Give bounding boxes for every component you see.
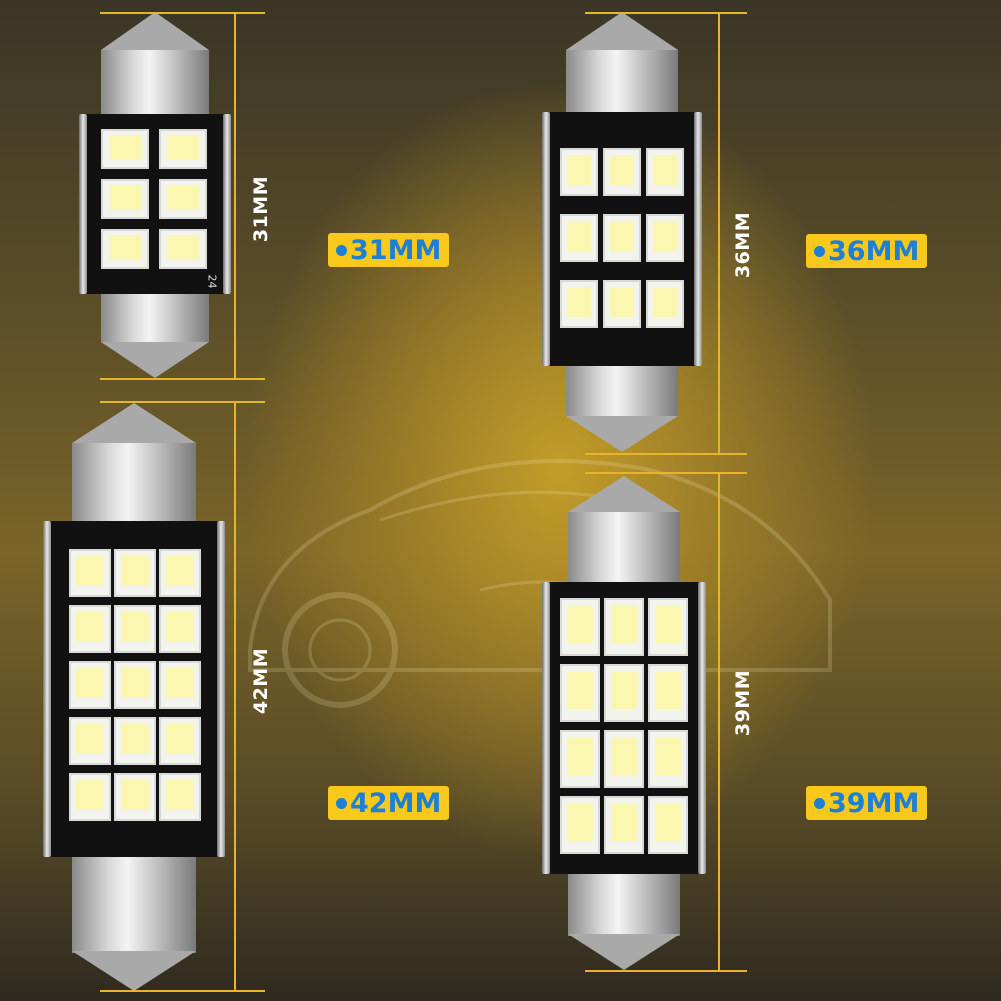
cap-tip-bottom (568, 934, 680, 970)
cap-tip-top (566, 12, 678, 50)
dimension-line-39mm (718, 472, 720, 970)
bullet-dot-icon (814, 797, 825, 809)
dimension-label-36mm: 36MM (732, 211, 755, 279)
pcb-marking: 24 (205, 274, 219, 289)
end-cap-top (72, 443, 196, 529)
dimension-line-top-36mm (585, 12, 747, 14)
end-cap-bottom (101, 294, 209, 342)
dimension-line-bottom-42mm (100, 990, 265, 992)
end-cap-top (566, 50, 678, 122)
dimension-line-42mm (234, 401, 236, 991)
end-cap-top (101, 50, 209, 122)
dimension-line-bottom-36mm (585, 453, 747, 455)
dimension-line-top-42mm (100, 401, 265, 403)
led-board (43, 521, 225, 857)
dimension-line-bottom-39mm (585, 970, 747, 972)
dimension-line-bottom-31mm (100, 378, 265, 380)
end-cap-bottom (568, 874, 680, 936)
end-cap-top (568, 512, 680, 590)
size-badge-39mm: 39MM (806, 786, 928, 820)
size-badge-31mm: 31MM (328, 233, 450, 267)
bulb-31mm: 24 (75, 12, 235, 378)
cap-tip-top (568, 476, 680, 512)
bulb-39mm (540, 476, 708, 976)
dimension-label-31mm: 31MM (250, 175, 273, 243)
bullet-dot-icon (814, 245, 825, 257)
size-badge-36mm: 36MM (806, 234, 928, 268)
cap-tip-bottom (72, 951, 196, 991)
dimension-line-top-31mm (100, 12, 265, 14)
cap-tip-bottom (101, 342, 209, 378)
cap-tip-top (72, 403, 196, 443)
led-board (542, 112, 702, 366)
dimension-line-36mm (718, 12, 720, 453)
led-board: 24 (79, 114, 231, 294)
bulb-36mm (538, 12, 706, 452)
end-cap-bottom (566, 366, 678, 416)
led-board (542, 582, 706, 874)
cap-tip-bottom (566, 416, 678, 452)
dimension-line-top-39mm (585, 472, 747, 474)
dimension-label-39mm: 39MM (732, 669, 755, 737)
cap-tip-top (101, 12, 209, 50)
dimension-label-42mm: 42MM (250, 647, 273, 715)
bullet-dot-icon (336, 244, 347, 256)
end-cap-bottom (72, 857, 196, 953)
dimension-line-31mm (234, 12, 236, 378)
bullet-dot-icon (336, 797, 347, 809)
size-badge-42mm: 42MM (328, 786, 450, 820)
bulb-42mm (43, 403, 225, 993)
